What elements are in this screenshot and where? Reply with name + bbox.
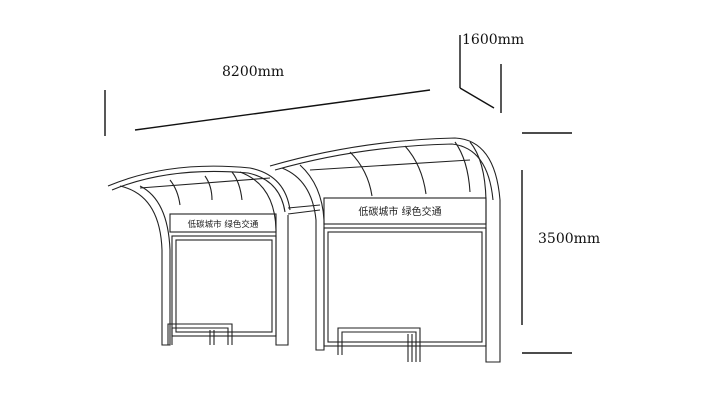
right-ad-panel-inner (327, 231, 483, 343)
left-roof-top (107, 165, 291, 211)
left-ad-panel (171, 235, 277, 337)
height-label: 3500mm (538, 231, 601, 247)
right-bench (337, 327, 421, 362)
left-shelter: 低碳城市 绿色交通 (107, 165, 291, 346)
left-ad-panel-inner (175, 239, 273, 333)
right-roof-purlin (309, 159, 471, 171)
length-dimension-line (134, 89, 431, 131)
left-front-post (119, 185, 171, 346)
right-sign-band (323, 197, 487, 225)
right-shelter: 低碳城市 绿色交通 (269, 137, 501, 363)
right-front-post (281, 164, 325, 351)
right-roof-edge (274, 143, 494, 201)
length-label: 8200mm (222, 64, 285, 80)
left-roof-purlin (139, 177, 271, 189)
right-sign-text: 低碳城市 绿色交通 (358, 205, 441, 218)
depth-label: 1600mm (462, 32, 525, 48)
dimension-lines (104, 35, 572, 354)
right-roof-ribs (349, 141, 471, 197)
left-bench (167, 323, 233, 345)
depth-dimension-line (459, 87, 495, 109)
left-roof-ribs (169, 171, 243, 206)
left-sign-text: 低碳城市 绿色交通 (188, 219, 259, 230)
left-roof-edge (111, 170, 286, 213)
right-ad-panel (323, 227, 487, 347)
right-roof-top (269, 137, 501, 201)
left-sign-band (169, 213, 277, 233)
